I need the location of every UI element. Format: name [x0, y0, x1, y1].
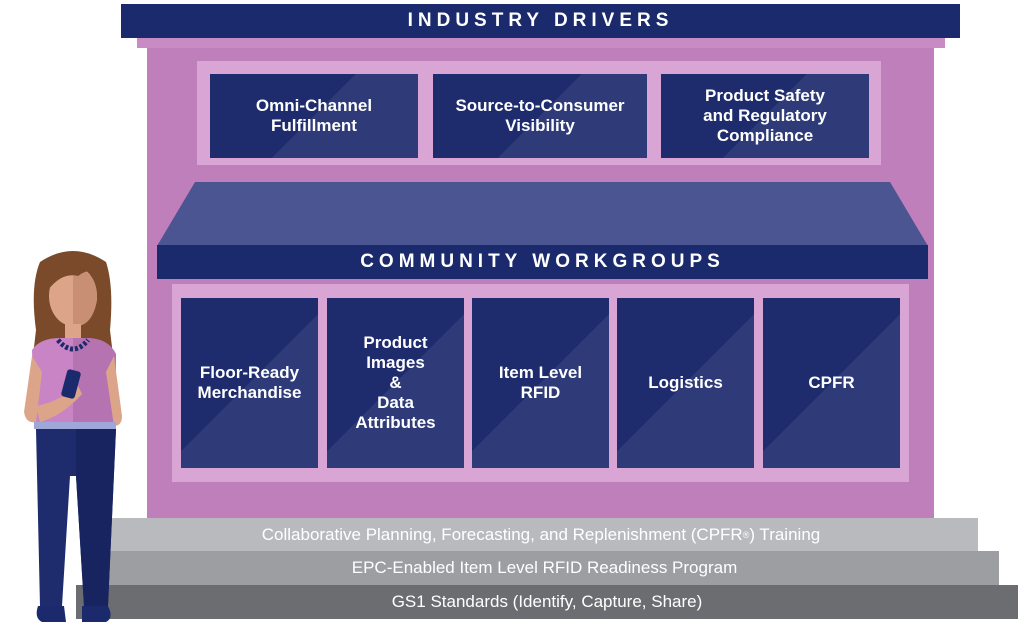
- industry-drivers-title: INDUSTRY DRIVERS: [407, 10, 674, 31]
- workgroup-label: Item Level RFID: [498, 362, 583, 402]
- industry-drivers-banner: INDUSTRY DRIVERS: [121, 4, 960, 38]
- awning: [157, 182, 928, 246]
- registered-mark: ®: [742, 529, 750, 540]
- workgroup-label: Floor-Ready Merchandise: [197, 362, 302, 402]
- driver-tile-source-to-consumer: Source-to-Consumer Visibility: [433, 74, 647, 158]
- roof-ledge: [137, 38, 945, 48]
- workgroup-tile-floor-ready: Floor-Ready Merchandise: [181, 298, 318, 468]
- workgroup-tile-product-images: Product Images & Data Attributes: [327, 298, 464, 468]
- foundation-step-cpfr-training: Collaborative Planning, Forecasting, and…: [104, 518, 978, 551]
- driver-label: Product Safety and Regulatory Compliance: [703, 85, 827, 146]
- foundation-step-gs1-standards: GS1 Standards (Identify, Capture, Share): [76, 585, 1018, 619]
- foundation-label: EPC-Enabled Item Level RFID Readiness Pr…: [351, 558, 738, 577]
- community-workgroups-banner: COMMUNITY WORKGROUPS: [157, 245, 928, 279]
- foundation-label: Collaborative Planning, Forecasting, and…: [261, 524, 743, 544]
- woman-illustration: [24, 251, 122, 622]
- workgroup-label: Logistics: [648, 372, 723, 392]
- foundation-label: GS1 Standards (Identify, Capture, Share): [391, 592, 703, 611]
- community-workgroups-title: COMMUNITY WORKGROUPS: [360, 251, 725, 272]
- workgroup-label: Product Images & Data Attributes: [355, 332, 436, 433]
- workgroup-tile-item-level-rfid: Item Level RFID: [472, 298, 609, 468]
- foundation-step-epc-rfid: EPC-Enabled Item Level RFID Readiness Pr…: [90, 551, 999, 585]
- workgroup-tile-cpfr: CPFR: [763, 298, 900, 468]
- workgroup-tile-logistics: Logistics: [617, 298, 754, 468]
- foundation-label-suffix: ) Training: [749, 524, 821, 544]
- workgroup-label: CPFR: [808, 372, 855, 392]
- driver-label: Source-to-Consumer Visibility: [455, 95, 625, 135]
- driver-tile-product-safety: Product Safety and Regulatory Compliance: [661, 74, 869, 158]
- driver-tile-omni-channel: Omni-Channel Fulfillment: [210, 74, 418, 158]
- driver-label: Omni-Channel Fulfillment: [255, 95, 373, 135]
